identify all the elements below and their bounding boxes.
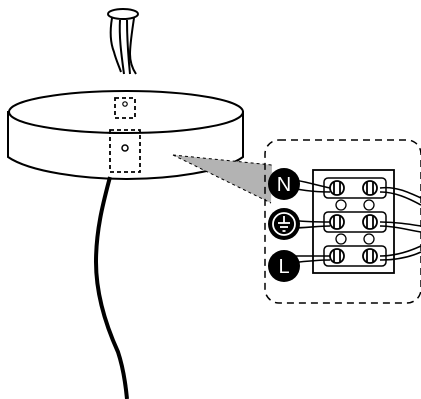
screw-neutral-left-icon [329,180,345,196]
terminal-wires [281,177,421,265]
screw-live-left-icon [329,248,345,264]
mounting-bracket [109,97,141,173]
terminal-detail-frame [264,139,421,304]
live-terminal-badge: L [268,250,300,282]
screw-earth-left-icon [329,214,345,230]
terminal-screws [329,180,378,264]
screw-neutral-right-icon [362,180,378,196]
live-label: L [278,256,289,278]
screw-live-right-icon [362,248,378,264]
neutral-label: N [277,174,291,196]
ceiling-supply-cable [107,8,139,75]
mounting-screw-icon [121,101,129,152]
screw-earth-right-icon [362,214,378,230]
pendant-cable [93,176,129,399]
earth-ground-icon [268,208,300,240]
neutral-terminal-badge: N [268,168,300,200]
